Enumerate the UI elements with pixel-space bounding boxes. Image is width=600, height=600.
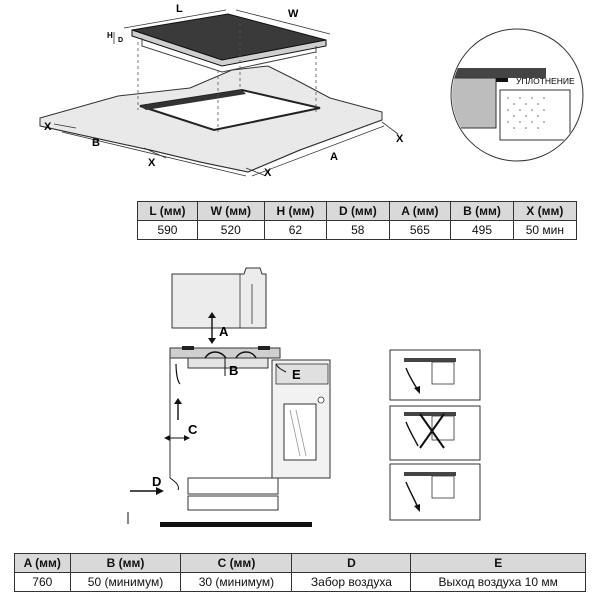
header-h: H (мм) [263,201,328,221]
value-a: 565 [388,220,452,240]
hob-cutout-diagram: L W H D X X X X B A [39,3,584,179]
table-row: 760 50 (минимум) 30 (минимум) Забор возд… [14,572,586,592]
header-d: D [291,553,412,573]
label-x-left: X [44,121,52,133]
table-row: 590 520 62 58 565 495 50 мин [137,220,578,240]
header-a: A (мм) [388,201,452,221]
projection-lines [137,24,317,132]
vent-panel-correct-top [389,349,481,401]
table-header-row: L (мм) W (мм) H (мм) D (мм) A (мм) B (мм… [137,201,578,221]
label-b-oven: B [229,363,238,378]
header-d: D (мм) [326,201,390,221]
value-e: Выход воздуха 10 мм [410,572,586,592]
hob-body [187,357,269,369]
value-w: 520 [196,220,265,240]
label-b: B [92,137,100,149]
header-w: W (мм) [196,201,265,221]
oven-door-window [283,403,317,461]
value-c: 30 (минимум) [180,572,293,592]
lower-drawer [187,477,279,495]
hob-glass [131,13,327,61]
vent-panel-correct-bottom [389,463,481,521]
header-b: B (мм) [450,201,514,221]
label-h: H [107,31,113,40]
label-w: W [288,8,299,20]
label-c-oven: C [188,422,198,437]
label-x-right: X [396,133,404,145]
countertop-edge [39,112,383,173]
value-x: 50 мин [512,220,578,240]
label-a-oven: A [219,324,229,339]
header-x: X (мм) [512,201,578,221]
header-c: C (мм) [180,553,293,573]
label-l: L [176,3,183,15]
value-d: 58 [326,220,390,240]
vent-panel-wrong [389,405,481,461]
header-e: E [410,553,586,573]
label-d-oven: D [152,474,161,489]
label-x-bottom: X [264,167,272,179]
label-e-oven: E [292,367,301,382]
hob-dimensions-table: L (мм) W (мм) H (мм) D (мм) A (мм) B (мм… [137,201,578,240]
label-d: D [118,37,123,44]
header-l: L (мм) [137,201,198,221]
value-d: Забор воздуха [291,572,412,592]
oven-ventilation-table: A (мм) B (мм) C (мм) D E 760 50 (минимум… [14,553,586,592]
upper-cabinet [171,267,267,329]
value-l: 590 [137,220,198,240]
floor [160,522,312,527]
value-h: 62 [263,220,328,240]
header-a: A (мм) [14,553,71,573]
label-a: A [330,151,338,163]
seal-label: УПЛОТНЕНИЕ [516,76,575,86]
value-a: 760 [14,572,71,592]
seal-detail: УПЛОТНЕНИЕ [450,28,584,162]
value-b: 50 (минимум) [69,572,182,592]
label-x-bottom-left: X [148,157,156,169]
table-header-row: A (мм) B (мм) C (мм) D E [14,553,586,573]
header-b: B (мм) [69,553,182,573]
value-b: 495 [450,220,514,240]
oven-ventilation-diagram: A B C E D [127,267,481,527]
